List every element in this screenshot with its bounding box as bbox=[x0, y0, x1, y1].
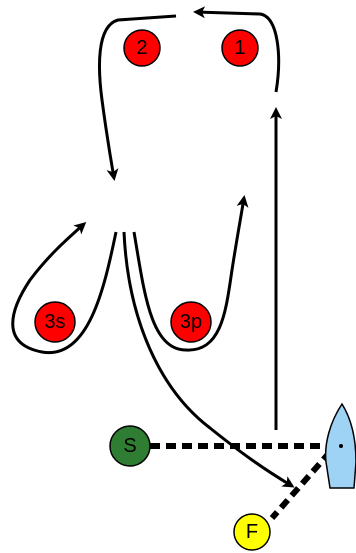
mark-3p: 3p bbox=[170, 301, 212, 343]
mark-3p-label: 3p bbox=[180, 311, 202, 333]
mark-1: 1 bbox=[221, 29, 259, 67]
finish-pin-label: F bbox=[246, 521, 258, 543]
boat-dot bbox=[339, 444, 343, 448]
course-leg-gate-3p-rounding bbox=[132, 195, 249, 352]
finish-line bbox=[269, 450, 333, 520]
start-pin-label: S bbox=[123, 435, 136, 457]
course-leg-mark-2-to-gate bbox=[98, 14, 177, 181]
course-leg-gate-3s-rounding bbox=[11, 222, 118, 355]
mark-2: 2 bbox=[123, 29, 161, 67]
start-pin: S bbox=[109, 425, 151, 467]
committee-boat bbox=[324, 402, 356, 489]
course-leg-gate-to-finish bbox=[122, 231, 295, 488]
course-leg-mark-1-to-mark-2 bbox=[193, 6, 281, 93]
mark-1-label: 1 bbox=[234, 37, 245, 59]
mark-2-label: 2 bbox=[136, 37, 147, 59]
mark-3s-label: 3s bbox=[44, 311, 65, 333]
mark-3s: 3s bbox=[34, 301, 76, 343]
finish-pin: F bbox=[233, 513, 271, 551]
